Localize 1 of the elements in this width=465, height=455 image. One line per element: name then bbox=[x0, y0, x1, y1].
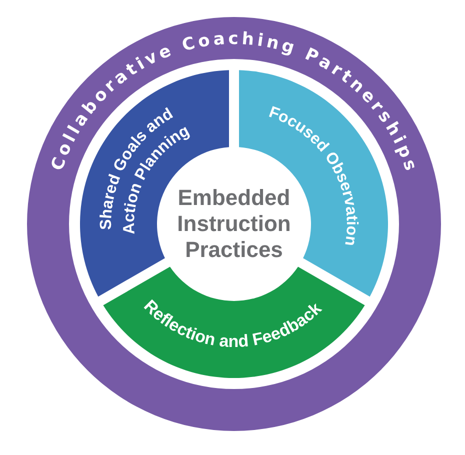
center-label: Embedded Instruction Practices bbox=[177, 185, 291, 263]
